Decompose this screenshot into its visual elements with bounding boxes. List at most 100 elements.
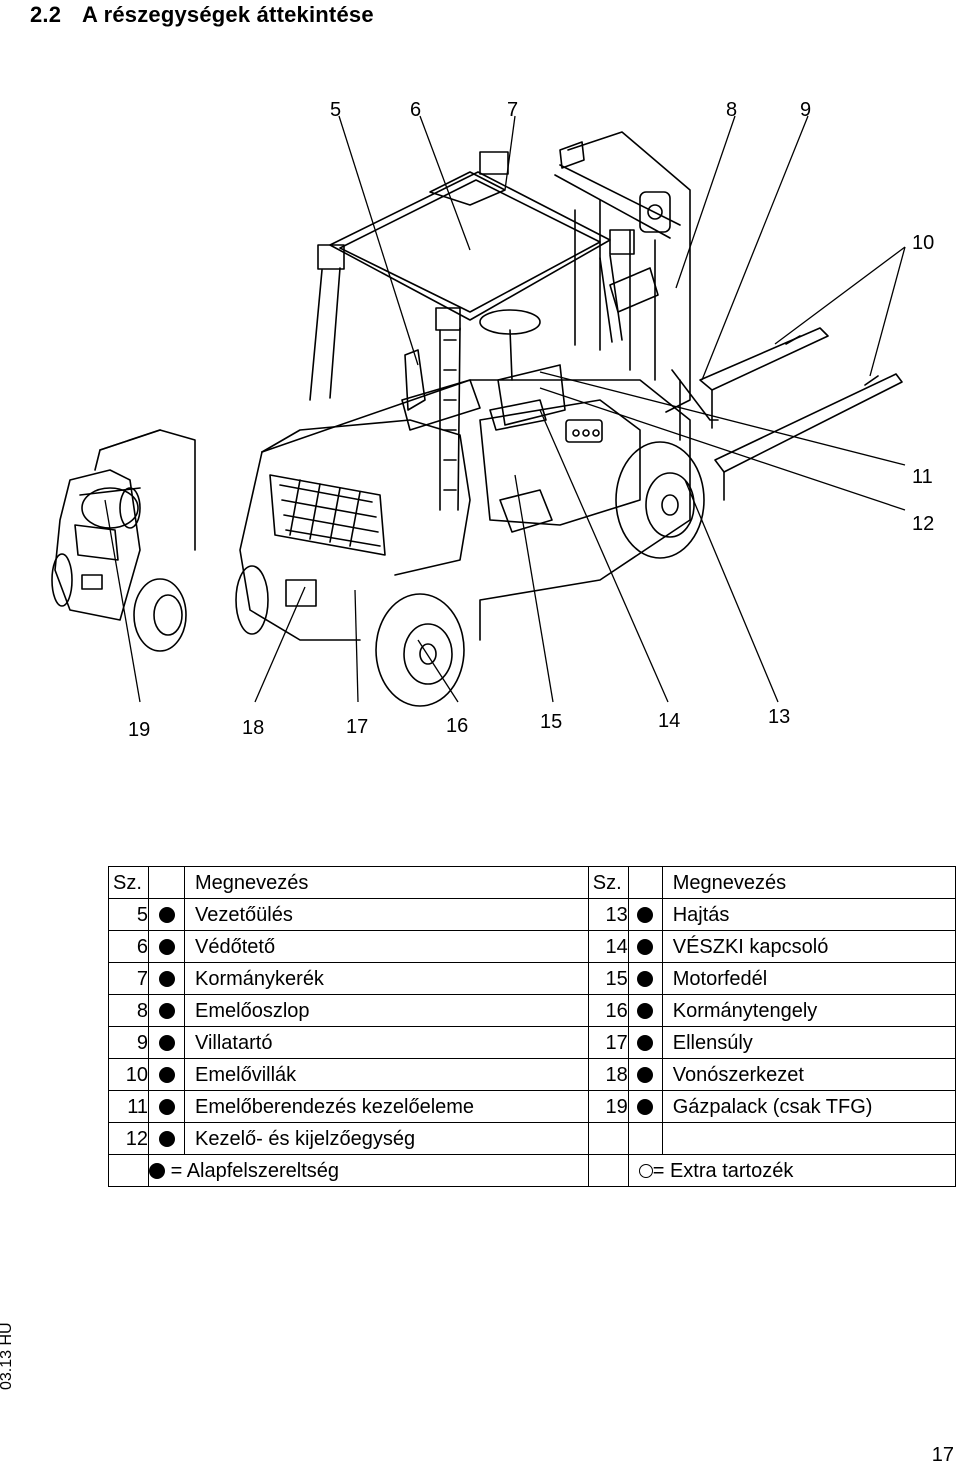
legend-standard-text: = Alapfelszereltség	[170, 1159, 339, 1182]
overhead-guard	[309, 151, 635, 511]
row-number-right: 19	[587, 1090, 629, 1123]
row-number-left: 5	[108, 898, 149, 931]
header-name-left: Megnevezés	[184, 866, 589, 899]
callout-15: 15	[540, 711, 562, 733]
row-mark-right	[628, 1026, 663, 1059]
row-number-left: 7	[108, 962, 149, 995]
filled-dot-icon	[637, 1099, 654, 1116]
section-title: A részegységek áttekintése	[82, 2, 374, 27]
legend-empty-left	[108, 1154, 149, 1187]
filled-dot-icon	[149, 1163, 165, 1180]
forklift-illustration: 5 6 7 8 9 10 11 12 13 14 15 16 17 18 19	[51, 99, 934, 741]
row-mark-left	[148, 1122, 185, 1155]
row-name-right	[661, 1122, 957, 1155]
callout-5: 5	[330, 99, 341, 121]
filled-dot-icon	[158, 1099, 175, 1116]
section-heading: 2.2 A részegységek áttekintése	[30, 2, 374, 28]
row-name-left: Emelővillák	[184, 1058, 589, 1091]
row-name-right: Gázpalack (csak TFG)	[661, 1090, 957, 1123]
row-mark-left	[148, 1026, 185, 1059]
row-mark-left	[148, 930, 185, 963]
callout-14: 14	[658, 710, 680, 732]
row-mark-right	[628, 994, 663, 1027]
filled-dot-icon	[637, 1003, 654, 1020]
callout-9: 9	[800, 99, 811, 121]
legend-standard: = Alapfelszereltség	[148, 1154, 589, 1187]
callout-8: 8	[726, 99, 737, 121]
row-name-left: Villatartó	[184, 1026, 589, 1059]
table-row: 12 Kezelő- és kijelzőegység	[108, 1122, 957, 1155]
document-code: 03.13 HU	[0, 1322, 15, 1390]
callout-13: 13	[768, 706, 790, 728]
open-circle-icon	[638, 1164, 653, 1179]
callout-18: 18	[242, 717, 264, 739]
callout-6: 6	[410, 99, 421, 121]
leader-lines	[104, 115, 906, 703]
filled-dot-icon	[158, 971, 175, 988]
row-number-right: 15	[587, 962, 629, 995]
row-mark-left	[148, 962, 185, 995]
row-number-left: 12	[108, 1122, 149, 1155]
row-name-left: Kezelő- és kijelzőegység	[184, 1122, 589, 1155]
callout-labels: 5 6 7 8 9 10 11 12 13 14 15 16 17 18 19	[128, 99, 934, 741]
legend-optional-text: = Extra tartozék	[652, 1159, 794, 1182]
row-mark-left	[148, 994, 185, 1027]
filled-dot-icon	[158, 1067, 175, 1084]
filled-dot-icon	[158, 907, 175, 924]
row-mark-right	[628, 930, 663, 963]
filled-dot-icon	[637, 907, 654, 924]
callout-10: 10	[912, 232, 934, 254]
row-number-left: 6	[108, 930, 149, 963]
callout-19: 19	[128, 719, 150, 741]
row-name-left: Vezetőülés	[184, 898, 589, 931]
wheels	[235, 441, 705, 707]
row-name-right: Motorfedél	[661, 962, 957, 995]
row-mark-right	[628, 898, 663, 931]
parts-table: Sz. Megnevezés Sz. Megnevezés 5 Vezetőülé…	[108, 866, 957, 1187]
section-number: 2.2	[30, 2, 62, 27]
row-name-right: VÉSZKI kapcsoló	[661, 930, 957, 963]
row-number-left: 8	[108, 994, 149, 1027]
row-number-left: 11	[108, 1090, 149, 1123]
row-number-right: 14	[587, 930, 629, 963]
row-name-right: Vonószerkezet	[661, 1058, 957, 1091]
row-number-right: 13	[587, 898, 629, 931]
row-mark-right	[628, 1090, 663, 1123]
header-mark-right	[628, 866, 663, 899]
row-name-right: Hajtás	[661, 898, 957, 931]
callout-7: 7	[507, 99, 518, 121]
page-number: 17	[931, 1444, 954, 1466]
header-name-right: Megnevezés	[661, 866, 957, 899]
row-name-right: Kormánytengely	[661, 994, 957, 1027]
header-mark-left	[148, 866, 185, 899]
filled-dot-icon	[637, 939, 654, 956]
row-mark-right	[628, 1058, 663, 1091]
table-header-row: Sz. Megnevezés Sz. Megnevezés	[108, 866, 957, 899]
header-no-left: Sz.	[108, 866, 149, 899]
row-name-left: Emelőberendezés kezelőeleme	[184, 1090, 589, 1123]
mast	[554, 131, 719, 441]
header-no-right: Sz.	[587, 866, 629, 899]
callout-12: 12	[912, 513, 934, 535]
filled-dot-icon	[637, 1035, 654, 1052]
row-number-right: 18	[587, 1058, 629, 1091]
row-number-left: 10	[108, 1058, 149, 1091]
row-number-left: 9	[108, 1026, 149, 1059]
row-number-right: 16	[587, 994, 629, 1027]
filled-dot-icon	[158, 1003, 175, 1020]
row-mark-right	[628, 962, 663, 995]
row-name-left: Emelőoszlop	[184, 994, 589, 1027]
legend-optional: = Extra tartozék	[627, 1154, 957, 1187]
forklift-drawing	[51, 131, 903, 707]
row-mark-left	[148, 898, 185, 931]
filled-dot-icon	[158, 1131, 175, 1148]
callout-11: 11	[912, 466, 933, 488]
row-number-right	[587, 1122, 629, 1155]
filled-dot-icon	[637, 971, 654, 988]
legend-empty-right	[587, 1154, 629, 1187]
